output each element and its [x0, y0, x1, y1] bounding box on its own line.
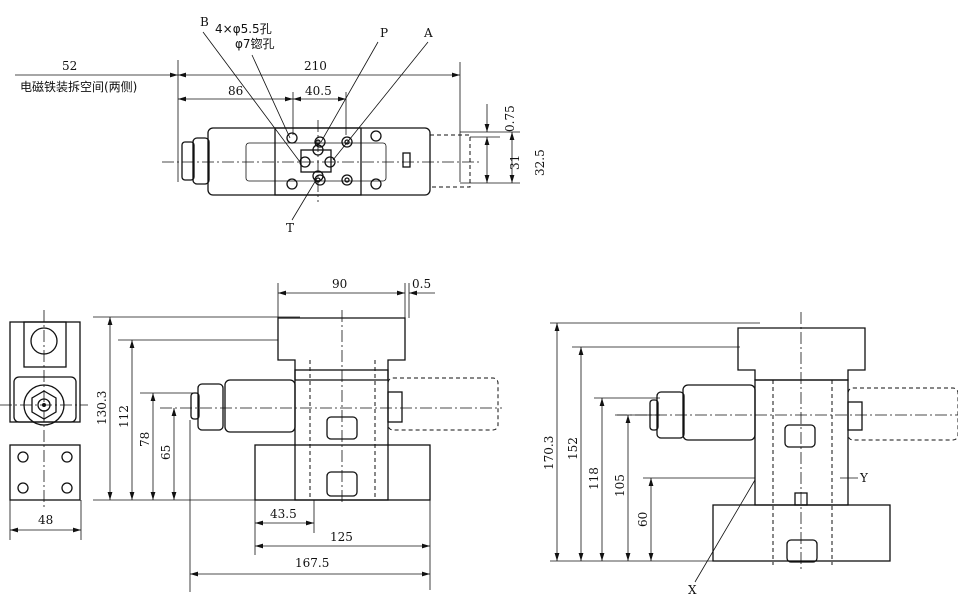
dim-152: 152 [566, 437, 580, 460]
dim-78: 78 [138, 432, 152, 447]
port-label-y: Y [859, 471, 869, 485]
dim-86: 86 [228, 84, 243, 98]
dim-32-5: 32.5 [533, 149, 547, 176]
dim-90: 90 [332, 277, 347, 291]
dim-65: 65 [159, 445, 173, 460]
dim-40-5: 40.5 [305, 84, 332, 98]
dim-0-5: 0.5 [412, 277, 431, 291]
front-view: 90 0.5 130.3 112 78 65 43.5 125 167.5 [93, 277, 502, 592]
dim-170-3: 170.3 [542, 436, 556, 470]
dim-210: 210 [304, 59, 327, 73]
right-view: 170.3 152 118 105 60 X Y [542, 312, 958, 597]
dim-48: 48 [38, 513, 53, 527]
dim-105: 105 [613, 474, 627, 497]
removal-space-note: 电磁铁装拆空间(两侧) [20, 79, 137, 94]
dim-0-75: 0.75 [503, 105, 517, 132]
dim-112: 112 [117, 405, 131, 428]
dim-60: 60 [636, 512, 650, 527]
top-view: 52 电磁铁装拆空间(两侧) 210 86 40.5 B 4×φ5.5孔 φ7锪… [15, 15, 547, 235]
hole-note-1: 4×φ5.5孔 [215, 22, 272, 36]
port-label-a: A [423, 26, 433, 40]
dim-31: 31 [508, 155, 522, 170]
dim-167-5: 167.5 [295, 556, 329, 570]
dim-43-5: 43.5 [270, 507, 297, 521]
dim-130-3: 130.3 [95, 391, 109, 425]
port-label-x: X [688, 583, 697, 597]
port-label-b: B [200, 15, 209, 29]
hole-note-2: φ7锪孔 [235, 36, 275, 51]
dim-125: 125 [330, 530, 353, 544]
side-view: 48 [0, 310, 88, 540]
port-label-p: P [380, 26, 388, 40]
dim-52: 52 [62, 59, 77, 73]
port-label-t: T [286, 221, 294, 235]
dim-118: 118 [587, 467, 601, 490]
